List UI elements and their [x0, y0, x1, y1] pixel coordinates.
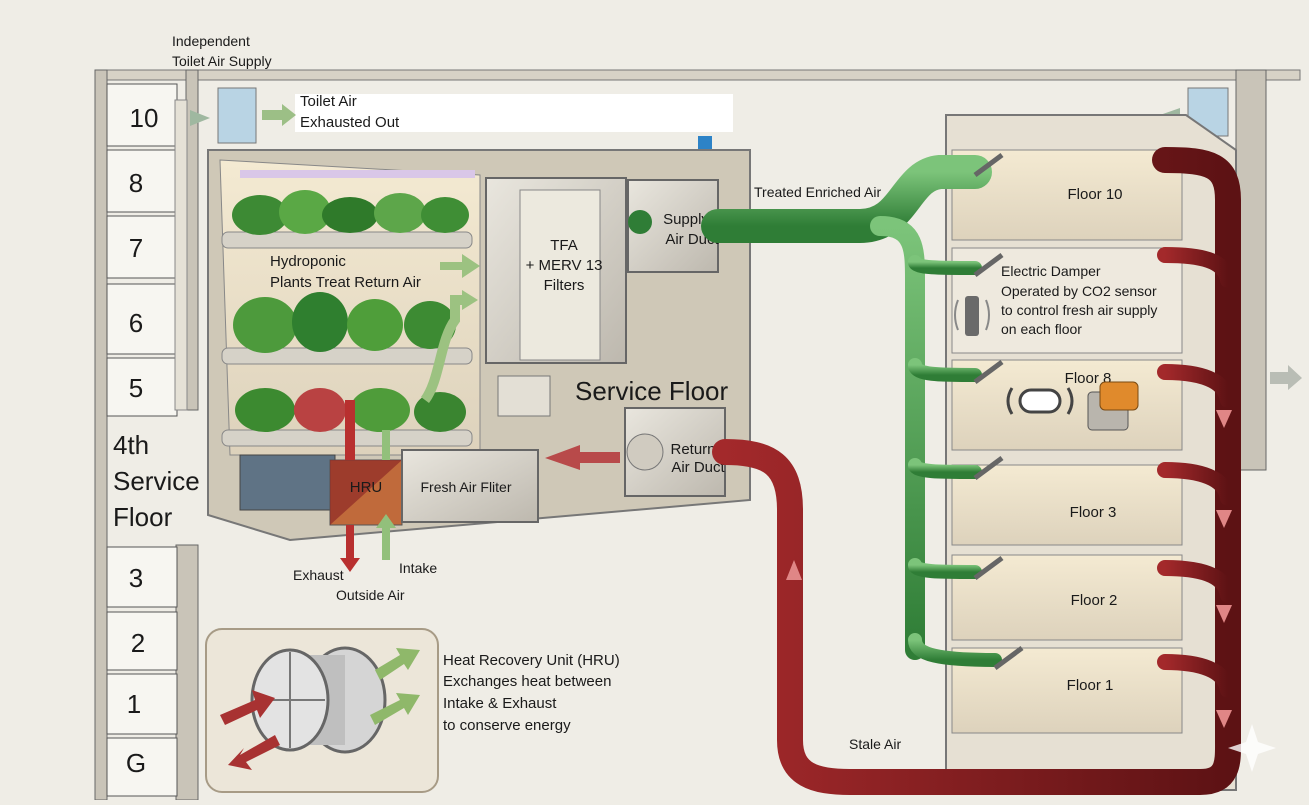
vent-cap-icon [698, 136, 712, 150]
sensor-wave-icon [1006, 387, 1074, 415]
floor-label-8: 8 [129, 168, 143, 198]
toilet-supply-riser [174, 99, 188, 411]
hydroponic-line2: Plants Treat Return Air [270, 274, 421, 291]
exhaust-arrow-icon [340, 558, 360, 572]
toilet-exhaust-line2: Exhausted Out [300, 114, 400, 131]
damper-caption-line2: Operated by CO2 sensor [1001, 283, 1157, 299]
hru-caption-line2: Exchanges heat between [443, 673, 611, 690]
intake-label: Intake [399, 560, 437, 576]
right-floor-label-1: Floor 1 [1067, 677, 1114, 694]
fan-icon [628, 210, 652, 234]
damper-actuator-icon [1087, 381, 1139, 431]
return-ductwork [712, 147, 1242, 795]
co2-sensor-icon [954, 296, 990, 336]
floor-label-10: 10 [130, 103, 159, 133]
right-building [945, 114, 1237, 791]
treated-air-label: Treated Enriched Air [754, 184, 881, 200]
intake-arrow-icon [376, 514, 396, 528]
floor-label-5: 5 [129, 373, 143, 403]
toilet-exhaust-arrow-icon [262, 104, 296, 126]
service-floor-label-line3: Floor [113, 502, 173, 532]
tfa-line2: + MERV 13 [526, 257, 603, 274]
right-floor-label-8: Floor 8 [1065, 370, 1112, 387]
water-tank [239, 454, 336, 511]
floor-label-3: 3 [129, 563, 143, 593]
floor-label-7: 7 [129, 233, 143, 263]
floor-8-room [951, 359, 1183, 451]
exhaust-label: Exhaust [293, 567, 344, 583]
roof-slab [94, 69, 1301, 81]
floor-label-g: G [126, 748, 146, 778]
hydroponic-shelf-middle [221, 347, 473, 365]
sparkle-icon [1228, 724, 1276, 772]
exit-arrow-icon [1270, 365, 1302, 390]
hydroponic-line1: Hydroponic [270, 253, 346, 270]
service-floor-label-line1: 4th [113, 430, 149, 460]
return-duct-line1: Return [670, 441, 715, 458]
stale-air-up-arrow-icon [786, 560, 802, 580]
control-box [497, 375, 551, 417]
plants-icon [232, 190, 469, 432]
right-floor-label-2: Floor 2 [1071, 592, 1118, 609]
hru-wheel-icon [250, 646, 387, 754]
hru-return-arrow [345, 400, 355, 460]
floor-label-2: 2 [131, 628, 145, 658]
right-floor-label-3: Floor 3 [1070, 504, 1117, 521]
toilet-supply-arrow-icon [190, 110, 210, 126]
independent-toilet-air-line2: Toilet Air Supply [172, 53, 272, 69]
stale-air-label: Stale Air [849, 736, 901, 752]
hru-label: HRU [350, 479, 383, 496]
floor-label-6: 6 [129, 308, 143, 338]
hru-caption-line3: Intake & Exhaust [443, 695, 557, 712]
toilet-room [217, 87, 257, 144]
toilet-exhaust-line1: Toilet Air [300, 93, 357, 110]
toilet-exhaust-label-box [295, 94, 733, 132]
damper-caption-line3: to control fresh air supply [1001, 302, 1157, 318]
fresh-air-filter-box [401, 449, 539, 523]
hru-caption-line1: Heat Recovery Unit (HRU) [443, 652, 620, 669]
service-floor-title: Service Floor [575, 376, 728, 406]
floor-dampers [973, 152, 1024, 671]
damper-caption-line4: on each floor [1001, 321, 1082, 337]
tfa-filter-unit [485, 177, 627, 364]
floor-3-room [951, 464, 1183, 546]
fresh-air-filter-label: Fresh Air Fliter [420, 479, 511, 495]
tfa-line3: Filters [544, 277, 585, 294]
tfa-line1: TFA [550, 237, 578, 254]
return-duct-line2: Air Duct [671, 459, 725, 476]
hru-caption-line4: to conserve energy [443, 717, 571, 734]
damper-caption-line1: Electric Damper [1001, 263, 1101, 279]
right-floor-label-10: Floor 10 [1067, 186, 1122, 203]
floor-label-1: 1 [127, 689, 141, 719]
return-to-tfa-arrow-icon [440, 254, 480, 278]
service-floor-label-line2: Service [113, 466, 200, 496]
supply-duct-line1: Supply [663, 211, 709, 228]
grow-light [240, 170, 475, 178]
independent-toilet-air-line1: Independent [172, 33, 250, 49]
supply-ductwork [701, 155, 1002, 667]
return-flow-arrow-icon [545, 445, 620, 470]
outside-air-label: Outside Air [336, 587, 405, 603]
return-duct-box [624, 407, 726, 497]
